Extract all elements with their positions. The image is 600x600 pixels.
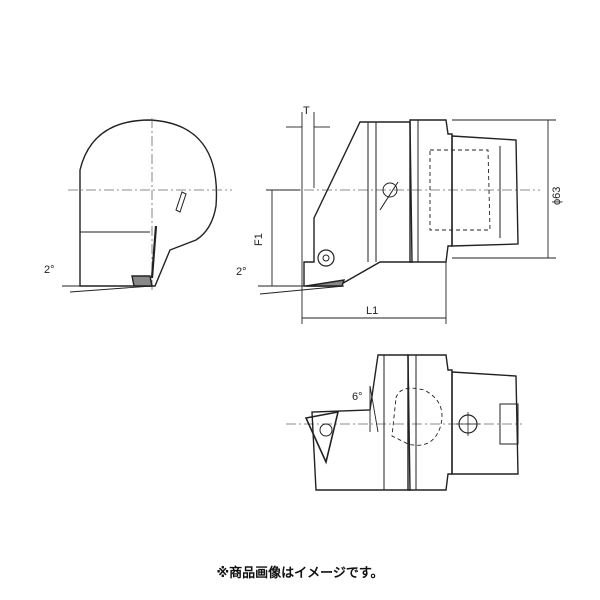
angle-label-bottom: 6° bbox=[352, 391, 363, 403]
top-view-insert-hole bbox=[319, 423, 333, 437]
top-view-flange bbox=[407, 354, 453, 491]
top-view-head bbox=[311, 354, 411, 491]
top-view-shank-slot bbox=[499, 403, 519, 445]
end-view-insert bbox=[131, 275, 153, 287]
side-view-head bbox=[303, 121, 413, 287]
dim-label-l1: L1 bbox=[366, 305, 378, 317]
angle-label-left: 2° bbox=[44, 264, 55, 276]
side-view-insert-hole bbox=[322, 254, 330, 262]
side-view-screw-diagonal bbox=[379, 181, 399, 211]
end-view-angle-line bbox=[69, 285, 153, 293]
dim-label-f1: F1 bbox=[253, 233, 265, 246]
dim-label-t: T bbox=[303, 105, 310, 117]
dim-label-dia: ϕ63 bbox=[551, 187, 563, 205]
end-view-outline bbox=[79, 119, 218, 287]
side-view-hidden-bore bbox=[429, 149, 491, 231]
image-caption: ※商品画像はイメージです。 bbox=[216, 566, 384, 581]
side-view-shank bbox=[451, 135, 519, 247]
side-view-flange bbox=[409, 119, 453, 263]
top-view-insert bbox=[304, 410, 340, 465]
end-view-blade bbox=[150, 225, 158, 279]
end-view bbox=[62, 118, 232, 293]
side-angle-line bbox=[259, 285, 345, 295]
end-view-screw bbox=[175, 191, 187, 213]
side-view-screw bbox=[382, 182, 398, 198]
bottom-angle-line bbox=[369, 385, 379, 433]
side-view-insert-circle bbox=[317, 249, 335, 267]
top-view bbox=[286, 354, 522, 491]
top-view-shank bbox=[451, 371, 519, 475]
top-view-hidden-bore bbox=[391, 387, 443, 446]
side-view-insert-tip bbox=[305, 279, 346, 287]
side-view bbox=[258, 112, 556, 324]
angle-label-middle: 2° bbox=[236, 266, 247, 278]
